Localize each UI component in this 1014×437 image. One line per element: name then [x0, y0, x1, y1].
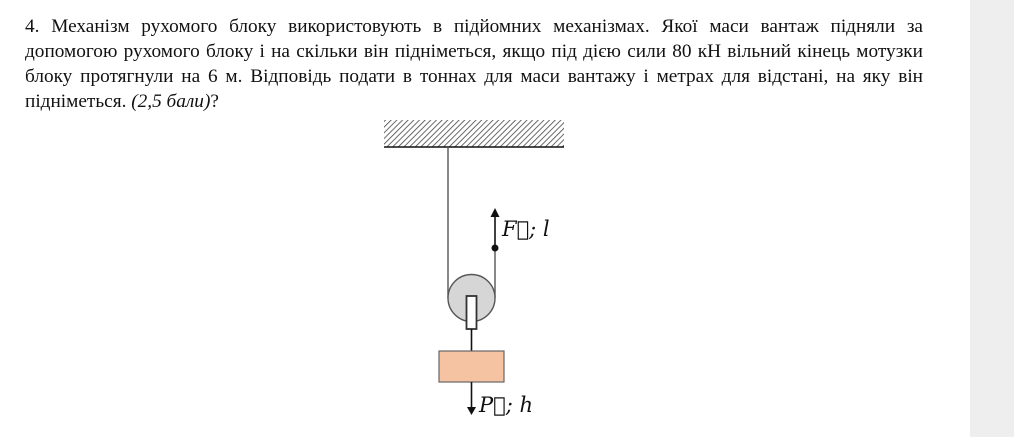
question-number: 4. [25, 16, 40, 37]
ceiling-support [384, 120, 564, 147]
pulley-axle [465, 295, 478, 330]
question-body: Механізм рухомого блоку використовують в… [25, 16, 923, 112]
question-paragraph: 4. Механізм рухомого блоку використовуют… [25, 14, 923, 114]
weight-vector-label: P⃗; h [478, 393, 533, 417]
right-side-panel [970, 0, 1014, 437]
load-block [438, 350, 505, 383]
force-vector-arrowhead [490, 208, 500, 217]
weight-vector-arrowhead [467, 407, 476, 415]
question-text-block: 4. Механізм рухомого блоку використовуют… [25, 14, 923, 114]
question-points: (2,5 бали) [131, 91, 211, 112]
force-vector-label: F⃗; l [501, 217, 550, 241]
question-suffix: ? [210, 91, 219, 112]
movable-pulley-diagram: P⃗; h F⃗; l [370, 118, 590, 433]
